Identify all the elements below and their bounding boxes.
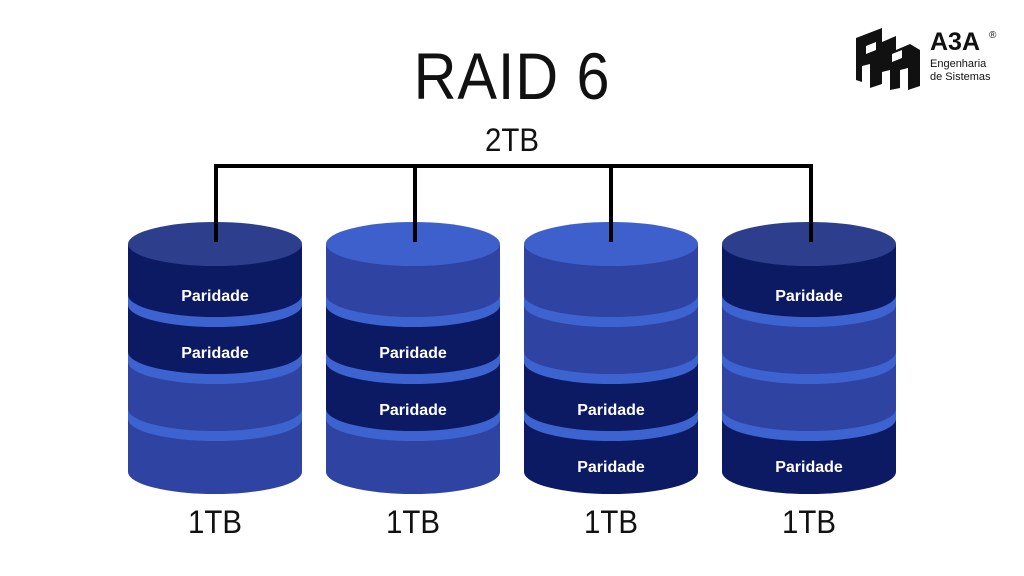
disk-top-ellipse (128, 222, 302, 266)
data-segment (326, 244, 500, 323)
company-logo: A3A ® Engenharia de Sistemas (852, 24, 1012, 92)
segment-separator-stripe (524, 295, 698, 327)
logo-brand: A3A (930, 28, 981, 56)
disk-top-ellipse (326, 222, 500, 266)
segment-separator-stripe (326, 295, 500, 327)
parity-segment (722, 244, 896, 323)
segment-separator-stripe (524, 409, 698, 441)
disk-capacity-label: 1TB (386, 504, 440, 540)
parity-label: Paridade (181, 288, 249, 305)
parity-label: Paridade (181, 345, 249, 362)
logo-tagline-line1: Engenharia (930, 58, 987, 70)
segment-separator-stripe (722, 352, 896, 384)
parity-label: Paridade (577, 459, 645, 476)
disk-capacity-label: 1TB (584, 504, 638, 540)
a3a-cube-logo-icon (856, 28, 920, 90)
parity-segment (128, 244, 302, 323)
segment-separator-stripe (326, 352, 500, 384)
logo-tagline-line2: de Sistemas (930, 71, 991, 83)
disk-capacity-label: 1TB (782, 504, 836, 540)
segment-separator-stripe (722, 409, 896, 441)
total-capacity-label: 2TB (485, 122, 539, 158)
parity-label: Paridade (379, 402, 447, 419)
segment-separator-stripe (128, 295, 302, 327)
disk-capacity-label: 1TB (188, 504, 242, 540)
disk-top-ellipse (524, 222, 698, 266)
segment-separator-stripe (524, 352, 698, 384)
parity-label: Paridade (379, 345, 447, 362)
segment-separator-stripe (722, 295, 896, 327)
segment-separator-stripe (128, 352, 302, 384)
segment-separator-stripe (128, 409, 302, 441)
data-segment (524, 244, 698, 323)
parity-label: Paridade (775, 459, 843, 476)
segment-separator-stripe (326, 409, 500, 441)
parity-label: Paridade (577, 402, 645, 419)
parity-label: Paridade (775, 288, 843, 305)
registered-mark: ® (989, 30, 997, 41)
diagram-title: RAID 6 (413, 39, 611, 113)
disk-top-ellipse (722, 222, 896, 266)
